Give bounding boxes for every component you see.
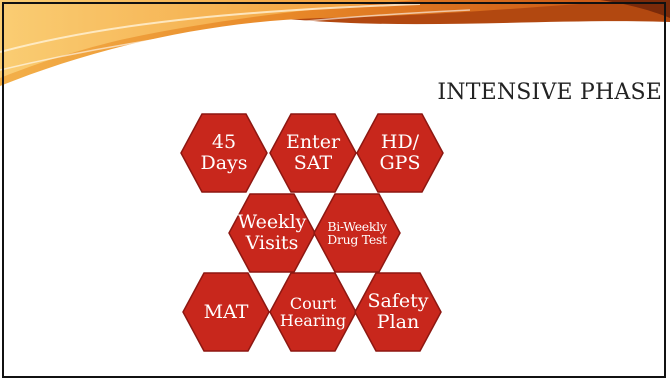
hexagon-shape bbox=[228, 193, 316, 273]
hexagon-label: HD/ GPS bbox=[379, 131, 421, 174]
hexagon-label: Bi-Weekly Drug Test bbox=[327, 218, 387, 247]
hexagon-shape bbox=[269, 272, 357, 352]
hexagon-mat: MAT bbox=[182, 272, 270, 352]
slide-title: INTENSIVE PHASE bbox=[437, 80, 662, 105]
hexagon-label: Enter SAT bbox=[285, 131, 341, 174]
hexagon-safety-plan: Safety Plan bbox=[354, 272, 442, 352]
hexagon-hd-gps: HD/ GPS bbox=[356, 113, 444, 193]
hexagon-label: 45 Days bbox=[200, 131, 248, 174]
hexagon-label: Safety Plan bbox=[367, 290, 429, 333]
hexagon-shape bbox=[356, 113, 444, 193]
hexagon-shape bbox=[180, 113, 268, 193]
hexagon-shape bbox=[313, 193, 401, 273]
hexagon-weekly-visits: Weekly Visits bbox=[228, 193, 316, 273]
hexagon-shape bbox=[182, 272, 270, 352]
slide-border bbox=[2, 2, 666, 378]
hexagon-bi-weekly-drug-test: Bi-Weekly Drug Test bbox=[313, 193, 401, 273]
decorative-banner bbox=[0, 0, 670, 86]
hexagon-shape bbox=[269, 113, 357, 193]
hexagon-enter-sat: Enter SAT bbox=[269, 113, 357, 193]
hexagon-label: MAT bbox=[203, 300, 249, 323]
hexagon-label: Court Hearing bbox=[279, 293, 347, 330]
hexagon-label: Weekly Visits bbox=[237, 211, 307, 254]
hexagon-45-days: 45 Days bbox=[180, 113, 268, 193]
hexagon-shape bbox=[354, 272, 442, 352]
hexagon-court-hearing: Court Hearing bbox=[269, 272, 357, 352]
